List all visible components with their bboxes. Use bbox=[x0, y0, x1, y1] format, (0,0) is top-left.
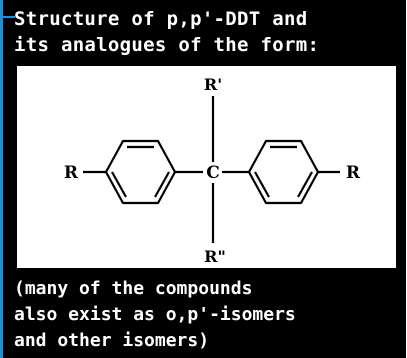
left-substituent-label: R bbox=[64, 163, 79, 183]
right-benzene-ring bbox=[247, 139, 320, 205]
left-ring-inner-bond-3 bbox=[154, 171, 170, 198]
left-benzene-ring bbox=[104, 139, 177, 205]
bottom-substituent-label: R" bbox=[204, 247, 226, 266]
right-substituent-label: R bbox=[346, 163, 361, 183]
structure-panel: R' C R R R" bbox=[17, 66, 396, 268]
center-carbon-label: C bbox=[206, 163, 220, 183]
right-ring-inner-bond-2 bbox=[254, 171, 270, 198]
figure-caption: (many of the compounds also exist as o,p'… bbox=[14, 276, 400, 354]
accent-bar bbox=[0, 0, 3, 358]
caption-line-2: also exist as o,p'-isomers bbox=[14, 304, 296, 325]
accent-tick bbox=[3, 16, 15, 18]
structure-diagram: R' C R R R" bbox=[64, 75, 361, 266]
figure-title: Structure of p,p'-DDT and its analogues o… bbox=[14, 6, 400, 58]
title-line-2: its analogues of the form: bbox=[14, 34, 320, 56]
caption-line-1: (many of the compounds bbox=[14, 278, 253, 299]
right-ring-inner-bond-3 bbox=[297, 171, 313, 198]
caption-line-3: and other isomers) bbox=[14, 330, 210, 351]
title-line-1: Structure of p,p'-DDT and bbox=[14, 8, 308, 30]
left-ring-inner-bond-2 bbox=[111, 171, 127, 198]
top-substituent-label: R' bbox=[204, 75, 222, 94]
